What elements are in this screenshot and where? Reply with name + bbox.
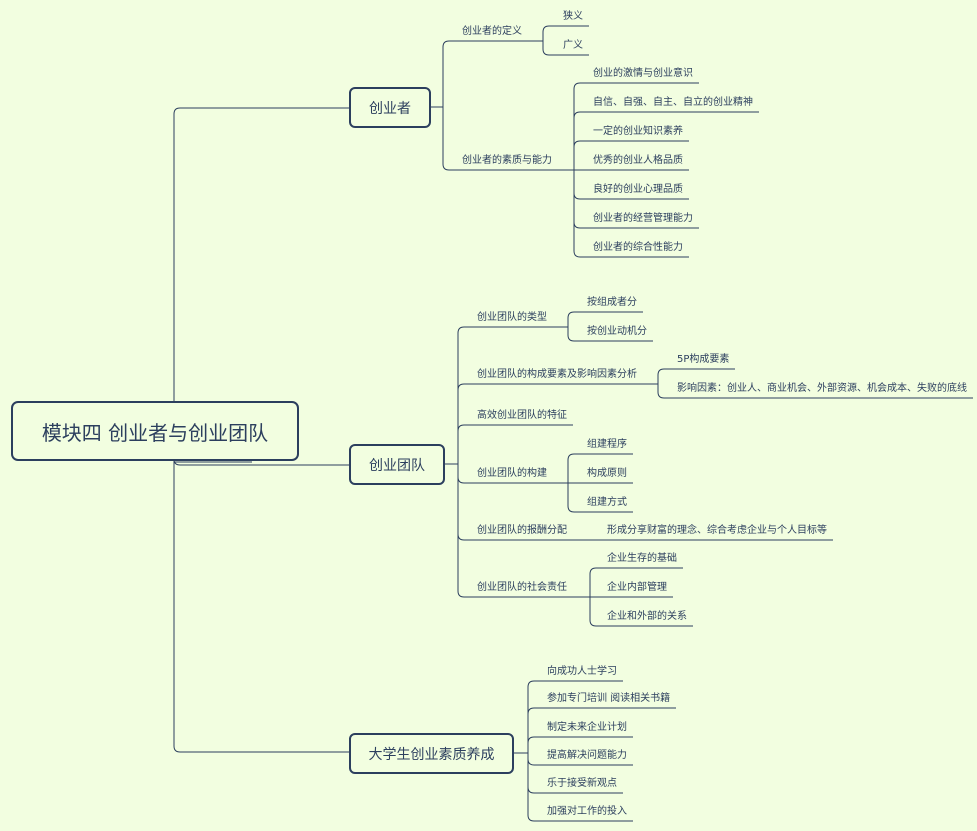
connector-line: [589, 597, 603, 627]
subtopic-qualities[interactable]: 创业者的素质与能力: [462, 155, 552, 166]
connector-line: [442, 107, 460, 171]
connector-line: [542, 25, 559, 41]
leaf-item[interactable]: 广义: [563, 40, 583, 51]
connector-line: [457, 464, 473, 598]
connector-line: [567, 453, 583, 483]
branch-label: 创业团队: [369, 457, 425, 474]
leaf-item[interactable]: 形成分享财富的理念、综合考虑企业与个人目标等: [607, 525, 827, 536]
subtopic-team-elements[interactable]: 创业团队的构成要素及影响因素分析: [477, 369, 637, 380]
leaf-item[interactable]: 良好的创业心理品质: [593, 184, 683, 195]
connector-line: [527, 753, 543, 822]
connector-line: [567, 311, 583, 327]
connector-line: [527, 680, 543, 753]
connector-line: [589, 567, 603, 597]
leaf-item[interactable]: 构成原则: [587, 468, 627, 479]
leaf-item[interactable]: 制定未来企业计划: [547, 722, 627, 733]
leaf-item[interactable]: 一定的创业知识素养: [593, 126, 683, 137]
leaf-item[interactable]: 5P构成要素: [677, 354, 730, 365]
connector-line: [527, 753, 543, 794]
branch-label: 创业者: [369, 100, 411, 117]
connector-line: [573, 111, 589, 170]
subtopic-team-traits[interactable]: 高效创业团队的特征: [477, 410, 567, 421]
connector-line: [457, 383, 473, 464]
leaf-item[interactable]: 创业的激情与创业意识: [593, 68, 693, 79]
connector-line: [457, 326, 473, 464]
branch-label: 大学生创业素质养成: [368, 746, 495, 763]
connector-line: [527, 707, 543, 753]
leaf-item[interactable]: 提高解决问题能力: [547, 750, 627, 761]
subtopic-team-responsibility[interactable]: 创业团队的社会责任: [477, 582, 567, 593]
leaf-item[interactable]: 加强对工作的投入: [547, 806, 627, 817]
leaf-item[interactable]: 企业和外部的关系: [607, 611, 687, 622]
connector-line: [457, 464, 473, 541]
leaf-item[interactable]: 组建程序: [587, 439, 627, 450]
branch-entrepreneur[interactable]: 创业者: [349, 87, 431, 128]
leaf-item[interactable]: 参加专门培训 阅读相关书籍: [547, 693, 671, 704]
leaf-item[interactable]: 影响因素：创业人、商业机会、外部资源、机会成本、失败的底线: [677, 383, 967, 394]
connector-line: [657, 384, 673, 399]
connector-line: [542, 41, 559, 56]
connector-line: [457, 424, 473, 464]
root-topic-label: 模块四 创业者与创业团队: [41, 420, 269, 445]
connector-line: [573, 140, 589, 170]
leaf-item[interactable]: 按创业动机分: [587, 326, 647, 337]
leaf-item[interactable]: 优秀的创业人格品质: [593, 155, 683, 166]
connector-line: [657, 368, 673, 384]
leaf-item[interactable]: 企业内部管理: [607, 582, 667, 593]
leaf-item[interactable]: 乐于接受新观点: [547, 778, 617, 789]
connector-line: [442, 40, 460, 107]
root-topic[interactable]: 模块四 创业者与创业团队: [11, 401, 299, 461]
leaf-item[interactable]: 创业者的综合性能力: [593, 242, 683, 253]
connector-line: [567, 483, 583, 513]
connector-line: [573, 82, 589, 170]
leaf-item[interactable]: 自信、自强、自主、自立的创业精神: [593, 97, 753, 108]
leaf-item[interactable]: 创业者的经营管理能力: [593, 213, 693, 224]
subtopic-team-building[interactable]: 创业团队的构建: [477, 468, 547, 479]
subtopic-team-rewards[interactable]: 创业团队的报酬分配: [477, 525, 567, 536]
leaf-item[interactable]: 向成功人士学习: [547, 666, 617, 677]
subtopic-team-types[interactable]: 创业团队的类型: [477, 312, 547, 323]
leaf-item[interactable]: 企业生存的基础: [607, 553, 677, 564]
connector-line: [527, 753, 543, 766]
connector-line: [457, 464, 473, 484]
connector-line: [173, 107, 349, 462]
connector-line: [173, 462, 349, 753]
connector-line: [527, 736, 543, 753]
branch-team[interactable]: 创业团队: [349, 444, 445, 485]
branch-student-quality[interactable]: 大学生创业素质养成: [349, 733, 514, 774]
leaf-item[interactable]: 按组成者分: [587, 297, 637, 308]
leaf-item[interactable]: 组建方式: [587, 497, 627, 508]
subtopic-definition[interactable]: 创业者的定义: [462, 26, 522, 37]
connector-line: [573, 170, 589, 200]
leaf-item[interactable]: 狭义: [563, 11, 583, 22]
connector-line: [567, 327, 583, 342]
connector-line: [573, 170, 589, 258]
